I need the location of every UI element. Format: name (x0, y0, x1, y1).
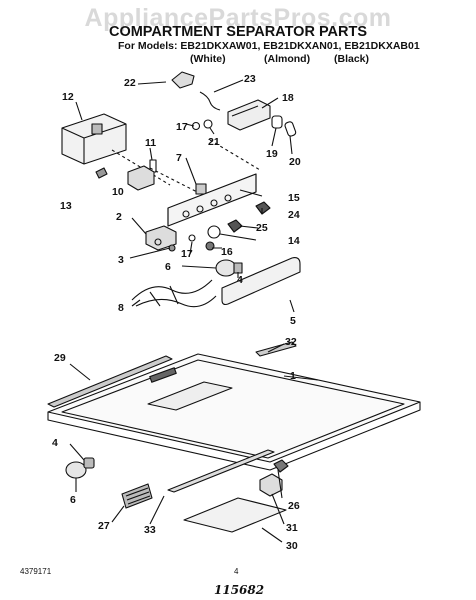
color-almond: (Almond) (264, 53, 311, 65)
callout-18: 18 (282, 92, 294, 104)
part-13-screw (95, 167, 108, 179)
part-12-box (61, 113, 127, 165)
part-25-knob (227, 219, 243, 233)
handwritten-note: 115682 (214, 583, 265, 597)
part-29-gasket (47, 355, 173, 408)
callout-16: 16 (221, 246, 233, 258)
part-14 (207, 225, 221, 239)
part-6-bulb-lower (65, 461, 87, 479)
page-title: COMPARTMENT SEPARATOR PARTS (108, 24, 368, 40)
part-17-screw-b (188, 234, 196, 242)
callout-1: 1 (290, 370, 296, 382)
callout-20: 20 (289, 156, 301, 168)
callout-8: 8 (118, 302, 124, 314)
part-8-harness (131, 279, 217, 308)
part-19 (271, 115, 283, 129)
callout-15: 15 (288, 192, 300, 204)
callout-12: 12 (62, 91, 74, 103)
callout-11: 11 (145, 137, 157, 149)
part-22-clip (171, 71, 195, 89)
callout-3: 3 (118, 254, 124, 266)
callout-27: 27 (98, 520, 110, 532)
callout-24: 24 (288, 209, 300, 221)
callout-7: 7 (176, 152, 182, 164)
watermark: AppliancePartsPros.com (84, 4, 392, 32)
callout-10: 10 (112, 186, 124, 198)
callout-25: 25 (256, 222, 268, 234)
callout-19: 19 (266, 148, 278, 160)
callout-13: 13 (60, 200, 72, 212)
part-23-wire (199, 91, 221, 111)
callout-4: 4 (237, 274, 243, 286)
part-32-trim (255, 341, 297, 357)
callout-30: 30 (286, 540, 298, 552)
color-black: (Black) (334, 53, 370, 65)
callout-32: 32 (285, 336, 297, 348)
callout-4b: 4 (52, 437, 58, 449)
part-20 (284, 121, 297, 137)
part-18-housing (227, 99, 271, 131)
callout-22: 22 (124, 77, 136, 89)
callout-23: 23 (244, 73, 256, 85)
part-24-knob (255, 201, 271, 215)
part-1-separator (47, 353, 421, 463)
document-number: 4379171 (20, 567, 52, 576)
callout-17b: 17 (181, 248, 193, 260)
part-7 (195, 183, 207, 195)
part-5-lens (221, 257, 301, 306)
callout-33: 33 (144, 524, 156, 536)
part-4-socket-lower (83, 457, 95, 469)
callout-17: 17 (176, 121, 188, 133)
part-15-panel (167, 173, 257, 227)
callout-26: 26 (288, 500, 300, 512)
page-number: 4 (234, 567, 239, 576)
callout-2: 2 (116, 211, 122, 223)
part-rail (167, 449, 275, 493)
callout-31: 31 (286, 522, 298, 534)
part-11-screw (149, 159, 157, 173)
part-16-socket (205, 241, 215, 251)
callout-6: 6 (165, 261, 171, 273)
color-white: (White) (190, 53, 226, 65)
callout-29: 29 (54, 352, 66, 364)
model-list: For Models: EB21DKXAW01, EB21DKXAN01, EB… (118, 40, 420, 52)
callout-5: 5 (290, 315, 296, 327)
part-10-switch (127, 165, 155, 191)
part-21-screw (203, 119, 213, 129)
part-2 (145, 225, 177, 251)
part-26-socket (273, 459, 289, 473)
part-30-lens (183, 497, 287, 533)
part-6-bulb (215, 259, 237, 277)
part-31 (259, 473, 283, 497)
callout-6b: 6 (70, 494, 76, 506)
callout-14: 14 (288, 235, 300, 247)
callout-21: 21 (208, 136, 220, 148)
